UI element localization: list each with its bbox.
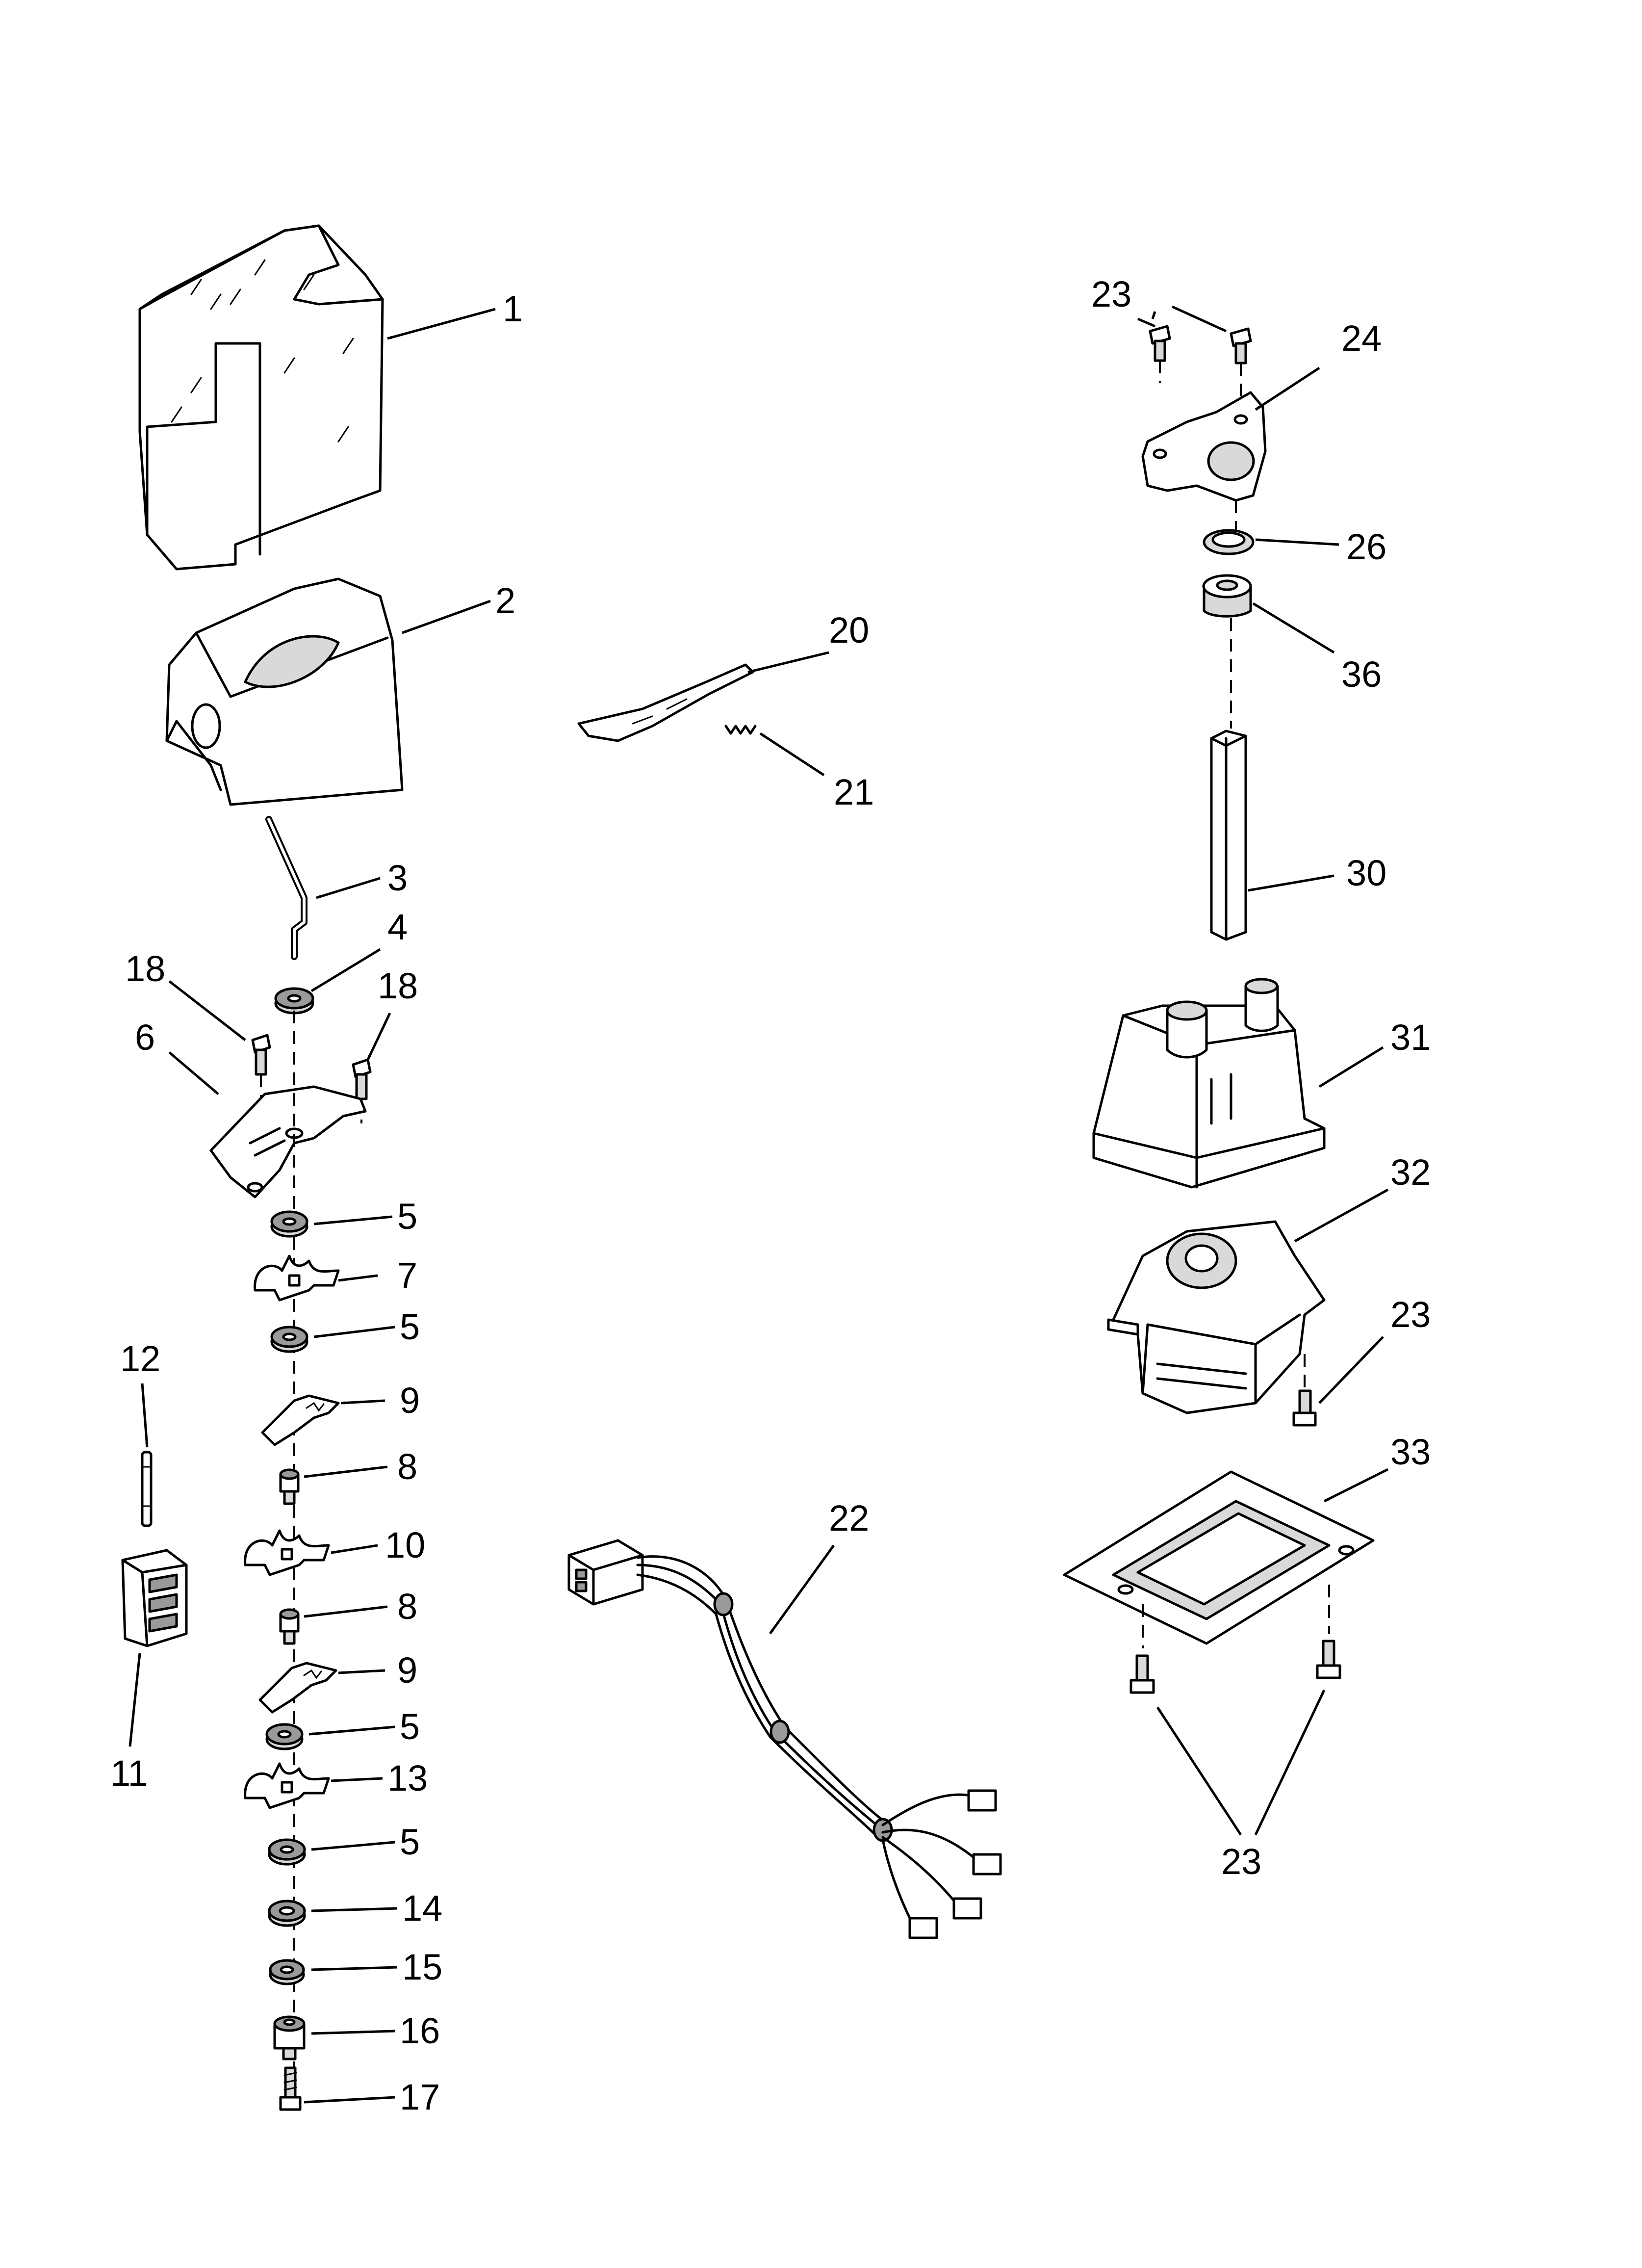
callout-10: 10 — [385, 1525, 425, 1565]
part-washer-14 — [268, 1900, 306, 1927]
part-spacer-8a — [279, 1468, 300, 1505]
part-spring-21 — [724, 725, 757, 735]
callout-5b: 5 — [400, 1306, 420, 1347]
part-block-11 — [121, 1549, 188, 1647]
part-bracket-24 — [1141, 391, 1267, 502]
callout-23-mid: 23 — [1390, 1294, 1431, 1335]
callout-1: 1 — [503, 288, 523, 329]
callout-9b: 9 — [397, 1650, 417, 1691]
part-lever-20 — [577, 663, 754, 742]
part-blade-13 — [244, 1762, 330, 1809]
part-shaft-30 — [1210, 730, 1247, 941]
part-screw-17 — [279, 2066, 302, 2111]
callout-8b: 8 — [397, 1586, 417, 1627]
callout-18-left: 18 — [125, 948, 165, 989]
part-washer-26 — [1203, 529, 1255, 555]
callout-17: 17 — [400, 2077, 440, 2117]
callout-9a: 9 — [400, 1380, 420, 1421]
callout-4: 4 — [387, 907, 408, 947]
part-bearing-5a — [270, 1210, 308, 1238]
callout-32: 32 — [1390, 1152, 1431, 1193]
callout-7: 7 — [397, 1255, 417, 1296]
part-spacer-8b — [279, 1608, 300, 1645]
callout-18-right: 18 — [378, 965, 418, 1006]
callout-3: 3 — [387, 858, 408, 898]
part-motor-32 — [1107, 1220, 1326, 1414]
callout-21: 21 — [834, 772, 874, 812]
part-ice-container — [138, 224, 384, 571]
part-motor-cover-31 — [1092, 978, 1326, 1189]
part-plate-6 — [209, 1085, 367, 1199]
callout-23-bottom: 23 — [1221, 1841, 1261, 1882]
part-screw-23-top-left — [1149, 325, 1171, 383]
callout-20: 20 — [829, 610, 869, 651]
callout-16: 16 — [400, 2010, 440, 2051]
part-bearing-5c — [265, 1723, 304, 1750]
callout-11: 11 — [110, 1753, 148, 1794]
part-bushing-36 — [1202, 574, 1252, 618]
callout-30: 30 — [1346, 853, 1386, 893]
callout-2: 2 — [495, 580, 515, 621]
callout-8a: 8 — [397, 1446, 417, 1487]
callout-24: 24 — [1341, 318, 1382, 359]
callout-26: 26 — [1346, 526, 1386, 567]
part-bearing-5d — [268, 1838, 306, 1866]
callout-6: 6 — [135, 1017, 155, 1058]
part-bent-rod — [265, 816, 308, 960]
part-blade-9b — [258, 1662, 337, 1714]
callout-5d: 5 — [400, 1822, 420, 1862]
callout-23-top: 23 — [1091, 274, 1131, 314]
callout-5a: 5 — [397, 1196, 417, 1237]
callout-36: 36 — [1341, 654, 1382, 695]
callout-13: 13 — [387, 1758, 428, 1799]
callout-15: 15 — [402, 1947, 442, 1987]
part-blade-9a — [261, 1394, 340, 1446]
part-bearing-4 — [274, 987, 314, 1015]
callout-leaders — [128, 305, 1389, 2104]
part-blade-10 — [244, 1529, 330, 1576]
part-gasket-33 — [1063, 1470, 1375, 1648]
part-bushing-16 — [273, 2015, 306, 2060]
part-washer-15 — [269, 1959, 305, 1985]
callout-14: 14 — [402, 1888, 442, 1929]
part-blade-7 — [254, 1254, 340, 1302]
part-pin-12 — [141, 1451, 153, 1527]
callout-labels: 1 2 3 4 18 18 6 5 7 5 9 8 10 8 9 5 13 5 … — [110, 274, 1431, 2117]
callout-5c: 5 — [400, 1706, 420, 1747]
callout-31: 31 — [1390, 1017, 1431, 1058]
part-bearing-5b — [270, 1326, 308, 1353]
callout-22: 22 — [829, 1498, 869, 1538]
part-screw-23-bottom-right — [1316, 1640, 1341, 1679]
part-wire-harness-22 — [567, 1539, 1002, 1939]
part-screw-23-mid — [1292, 1354, 1317, 1427]
part-screw-23-bottom-left — [1129, 1654, 1155, 1694]
callout-33: 33 — [1390, 1432, 1431, 1472]
callout-12: 12 — [120, 1338, 160, 1379]
part-auger-housing — [165, 577, 404, 806]
